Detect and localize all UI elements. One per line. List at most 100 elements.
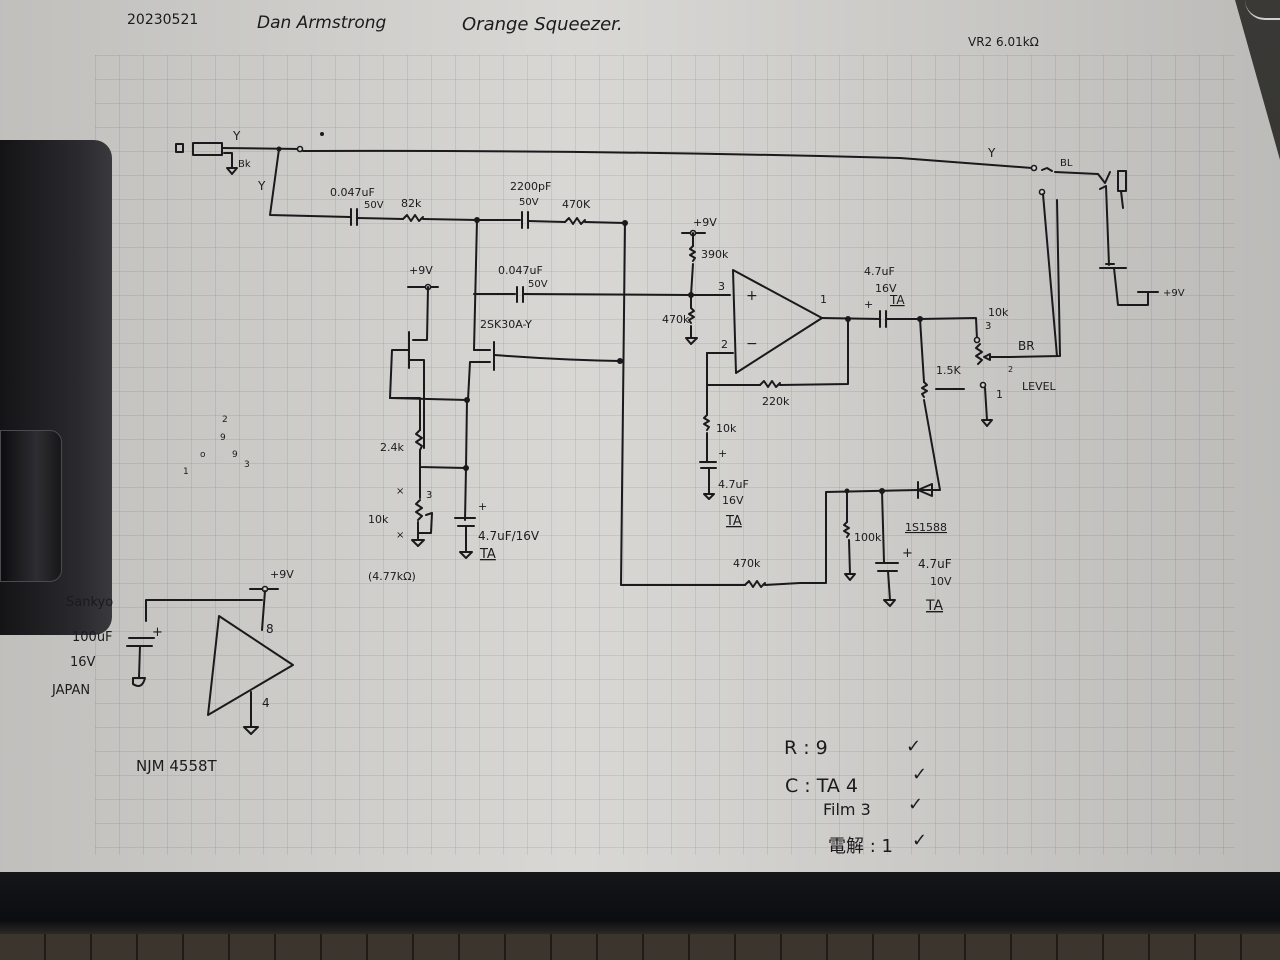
r2-value: 470K <box>562 198 591 211</box>
desk-edge <box>0 872 1280 960</box>
ground-icon <box>883 599 896 607</box>
resistor-symbol <box>843 521 850 538</box>
ground-icon <box>981 419 993 427</box>
pot-pin-3: 3 <box>985 321 991 332</box>
switch-terminal <box>1030 164 1038 172</box>
junction <box>845 316 851 322</box>
jfet-part-label: 2SK30A-Y <box>480 318 532 331</box>
vr2-note: VR2 6.01kΩ <box>968 35 1039 49</box>
gnd-res-value: 10k <box>716 422 737 435</box>
checklist-item: Film 3 <box>823 800 871 819</box>
capacitor-symbol <box>699 461 717 469</box>
parts-checklist: R : 9 ✓ C : TA 4 ✓ Film 3 ✓ 電解 : 1 ✓ <box>784 736 927 857</box>
trim-mark-bottom: × <box>396 530 404 541</box>
title-circuit: Orange Squeezer. <box>462 14 623 35</box>
det-cap-value: 4.7uF <box>918 557 952 571</box>
level-label: LEVEL <box>1022 380 1057 393</box>
ground-icon <box>132 677 146 687</box>
supply-cap-value: 100uF <box>72 630 113 645</box>
title-author: Dan Armstrong <box>257 13 387 33</box>
cable <box>1245 0 1280 20</box>
resistor-symbol <box>564 217 586 225</box>
resistor-symbol <box>744 580 766 588</box>
inv-sign: − <box>746 336 758 352</box>
ground-icon <box>243 726 259 735</box>
capacitor-symbol <box>350 208 358 226</box>
ic-pin-4: 4 <box>262 696 270 710</box>
pot-pin-1: 1 <box>996 388 1003 401</box>
noninv-sign: + <box>746 288 758 304</box>
date-label: 20230521 <box>127 12 198 28</box>
feedback-res-value: 220k <box>762 395 790 408</box>
capacitor-symbol <box>516 286 524 303</box>
gnd-cap-plus: + <box>718 447 727 460</box>
res-100k-value: 100k <box>854 531 882 544</box>
jack-tip-wire-label: Y <box>232 129 241 143</box>
c1-voltage: 50V <box>364 200 384 211</box>
res-1-5k-value: 1.5K <box>936 364 961 377</box>
jack-ground-wire-label: Bk <box>238 159 251 170</box>
bypass-cap-value: 4.7uF/16V <box>478 529 540 543</box>
resistor-symbol <box>402 214 424 222</box>
jfet-pinout-sketch: 2 9 o 9 1 3 <box>183 415 250 477</box>
bypass-cap-type: TA <box>479 547 496 562</box>
input-jack-icon <box>175 142 301 175</box>
bypass-wire-label: Y <box>987 146 996 160</box>
out-cap-voltage: 16V <box>875 282 897 295</box>
diode-symbol <box>917 483 933 497</box>
bypass-wire <box>302 149 1033 169</box>
det-cap-voltage: 10V <box>930 575 952 588</box>
opamp-supply-label: +9V <box>693 216 717 229</box>
trim-mark-top: × <box>396 486 404 497</box>
capacitor-symbol <box>521 211 529 229</box>
ground-icon <box>685 337 698 345</box>
ground-icon <box>459 551 473 559</box>
floor-slats <box>0 934 1280 960</box>
gnd-cap-type: TA <box>725 514 742 529</box>
c1-value: 0.047uF <box>330 186 375 199</box>
coupling-cap-value: 0.047uF <box>498 264 543 277</box>
out-cap-value: 4.7uF <box>864 265 895 278</box>
jfet-q2-symbol <box>467 341 621 401</box>
trim-value: 10k <box>368 513 389 526</box>
cap-brand: Sankyo <box>66 595 113 610</box>
ground-icon <box>844 573 856 581</box>
gnd-cap-voltage: 16V <box>722 494 744 507</box>
out-cap-plus: + <box>864 298 873 311</box>
trim-pin-3: 3 <box>426 490 432 501</box>
bypass-plus: + <box>478 500 487 513</box>
resistor-symbol <box>703 414 710 431</box>
out-cap-type: TA <box>889 293 905 307</box>
diode-part-label: 1S1588 <box>905 521 947 534</box>
source-res-value: 2.4k <box>380 441 404 454</box>
resistor-symbol <box>689 245 696 262</box>
c2-voltage: 50V <box>519 197 539 208</box>
gnd-cap-value: 4.7uF <box>718 478 749 491</box>
supply-cap-plus: + <box>152 625 163 640</box>
jfet-q1-symbol <box>389 286 429 449</box>
supply-cap-voltage: 16V <box>70 655 96 670</box>
jfet-supply-label: +9V <box>409 264 433 277</box>
pot-wire-label: BR <box>1018 339 1035 353</box>
bias-top-value: 390k <box>701 248 729 261</box>
switch-contact <box>1041 167 1053 172</box>
resistor-symbol <box>921 381 928 398</box>
pin3-label: 3 <box>718 280 725 293</box>
svg-text:9: 9 <box>232 450 238 460</box>
resistor-symbol <box>759 380 781 388</box>
coupling-cap-voltage: 50V <box>528 279 548 290</box>
pin2-label: 2 <box>721 338 728 351</box>
branch-wire-label: Y <box>257 179 266 193</box>
svg-text:3: 3 <box>244 460 250 470</box>
ground-icon <box>703 493 715 500</box>
dc-supply-label: +9V <box>1163 288 1185 299</box>
ic-supply-label: +9V <box>270 568 294 581</box>
pot-terminal <box>979 381 987 389</box>
r1-value: 82k <box>401 197 422 210</box>
check-mark: ✓ <box>912 830 927 851</box>
checklist-item: C : TA 4 <box>785 775 858 797</box>
pot-pin-2: 2 <box>1008 365 1013 374</box>
bias-bottom-value: 470k <box>662 313 690 326</box>
check-mark: ✓ <box>906 736 921 757</box>
